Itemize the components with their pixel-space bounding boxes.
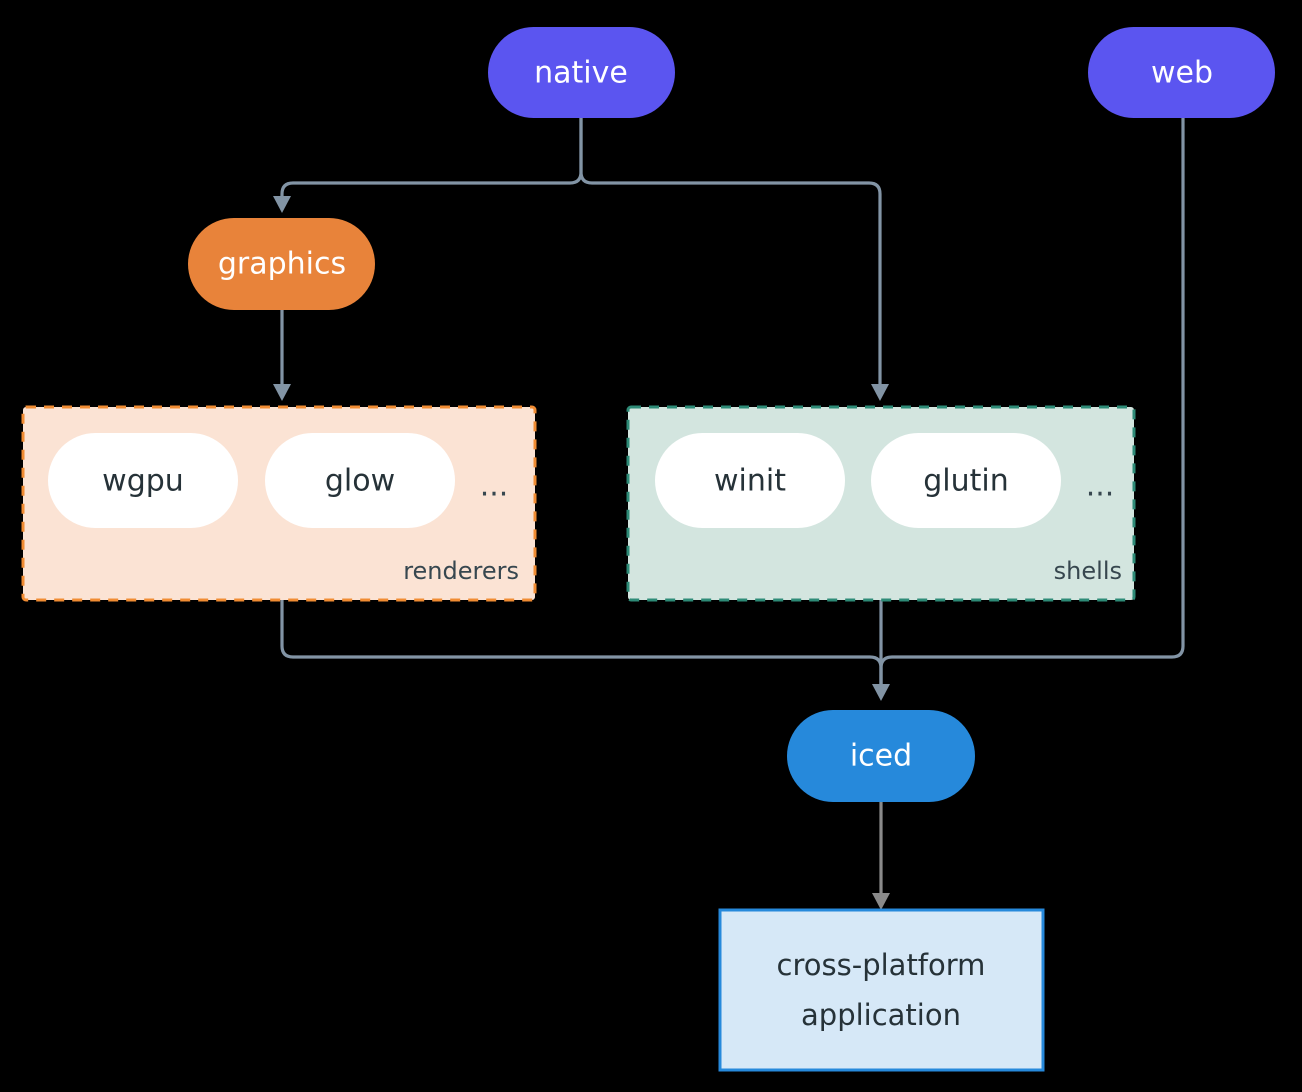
edge-layer: [273, 118, 1185, 910]
graphics-node-shape[interactable]: [188, 218, 375, 310]
application-node-shape[interactable]: [718, 908, 1045, 1072]
iced-node-shape[interactable]: [787, 710, 975, 802]
web-node-label: web: [1151, 56, 1213, 91]
node-iced[interactable]: iced: [787, 710, 975, 802]
list-item[interactable]: glow: [265, 433, 455, 528]
edge-native-to-graphics: [273, 118, 583, 213]
edge-iced-to-application: [872, 802, 890, 910]
cluster-shells: winit glutin ... shells: [626, 405, 1136, 602]
edge-graphics-to-renderers: [273, 310, 291, 401]
shells-cluster-label: shells: [1054, 557, 1122, 585]
renderers-cluster-label: renderers: [403, 557, 519, 585]
node-graphics[interactable]: graphics: [188, 218, 375, 310]
edge-web-to-iced: [872, 118, 1185, 701]
list-item[interactable]: wgpu: [48, 433, 238, 528]
edge-renderers-to-iced: [280, 600, 883, 688]
shells-overflow-ellipsis: ...: [1086, 469, 1115, 504]
renderers-overflow-ellipsis: ...: [480, 469, 509, 504]
application-node-label-line1: cross-platform: [777, 948, 986, 982]
renderer-pill-glow[interactable]: [265, 433, 455, 528]
graphics-node-label: graphics: [218, 247, 346, 282]
shell-pill-glutin-label: glutin: [923, 464, 1009, 499]
cluster-renderers: wgpu glow ... renderers: [21, 405, 537, 602]
native-node-label: native: [534, 56, 628, 91]
node-application[interactable]: cross-platform application: [718, 908, 1045, 1072]
shell-pill-winit[interactable]: [655, 433, 845, 528]
native-node-shape[interactable]: [488, 27, 675, 118]
list-item[interactable]: winit: [655, 433, 845, 528]
list-item[interactable]: glutin: [871, 433, 1061, 528]
renderer-pill-wgpu-label: wgpu: [102, 464, 184, 499]
renderer-pill-glow-label: glow: [325, 464, 395, 499]
edge-native-to-shells: [579, 118, 889, 401]
renderer-pill-wgpu[interactable]: [48, 433, 238, 528]
shell-pill-winit-label: winit: [714, 464, 786, 499]
web-node-shape[interactable]: [1088, 27, 1275, 118]
shell-pill-glutin[interactable]: [871, 433, 1061, 528]
application-node-label-line2: application: [801, 998, 961, 1032]
node-web[interactable]: web: [1088, 27, 1275, 118]
iced-node-label: iced: [850, 739, 912, 774]
node-native[interactable]: native: [488, 27, 675, 118]
